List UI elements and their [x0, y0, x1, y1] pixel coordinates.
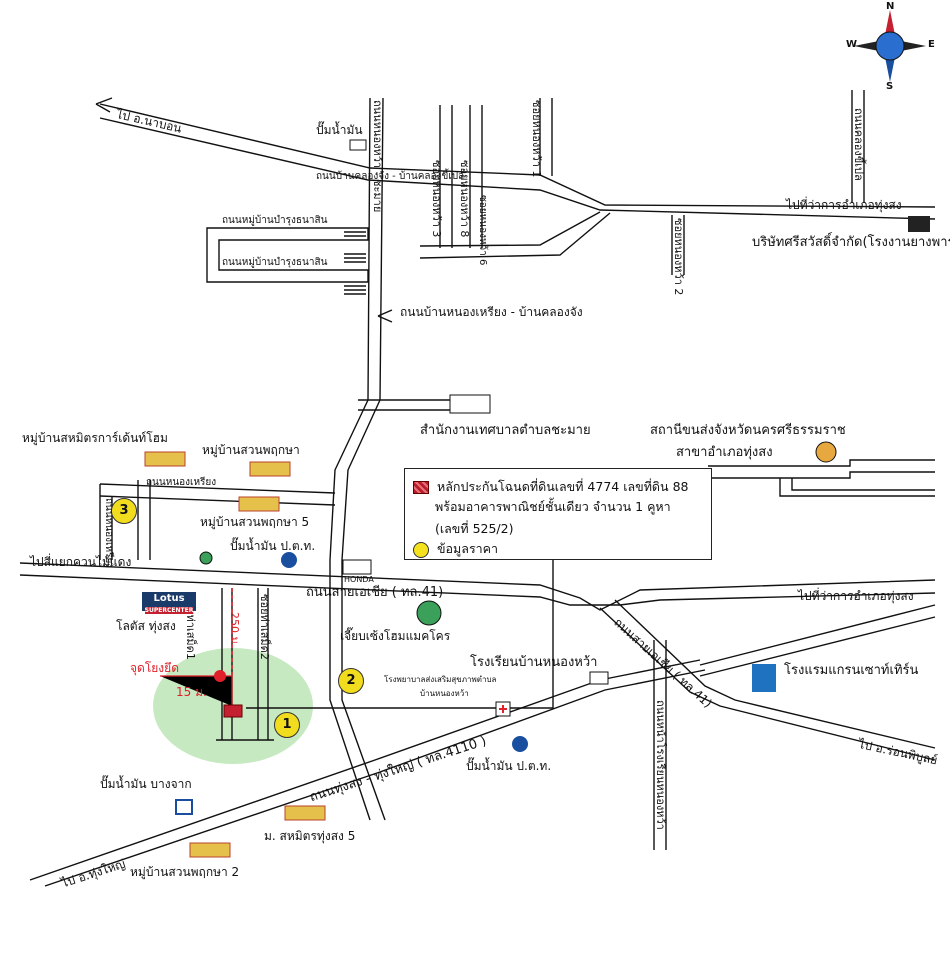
municipal-building-icon: [449, 394, 491, 414]
road-label-nong-wa-school: ถนนหน้าโรงเรียนหนองหว้า: [654, 700, 667, 830]
place-transport-station: สถานีขนส่งจังหวัดนครศรีธรรมราช: [650, 423, 846, 438]
road-label-to-district-mid: ไปที่ว่าการอำเภอทุ่งสง: [798, 589, 914, 603]
road-label-village-2: ถนนหมู่บ้านบำรุงธนาสิน: [222, 257, 328, 268]
green-marker: [199, 551, 213, 565]
village-logo: [144, 451, 326, 858]
pin-1[interactable]: 1: [274, 712, 300, 738]
place-municipal-office: สำนักงานเทศบาลตำบลชะมาย: [420, 423, 591, 438]
place-hospital: โรงพยาบาลส่งเสริมสุขภาพตำบล: [384, 675, 497, 684]
road-network: [19, 90, 936, 887]
road-label-soi8: ซอยหนองหว้า 8: [458, 160, 471, 238]
ptt-icon: [281, 552, 528, 752]
place-village-suan-1: หมู่บ้านสวนพฤกษา: [202, 443, 300, 457]
place-lotus: โลตัส ทุ่งสง: [116, 619, 176, 633]
pin-2[interactable]: 2: [338, 668, 364, 694]
legend-box: หลักประกันโฉนดที่ดินเลขที่ 4774 เลขที่ดิ…: [404, 468, 712, 560]
legend-line-2: พร้อมอาคารพาณิชย์ชั้นเดียว จำนวน 1 คูหา: [435, 499, 671, 514]
place-chia-bseng: เจี๊ยบเซ้งโฮมแมคโคร: [340, 629, 451, 643]
road-label-khlong-chang: ถนนบ้านคลองจัง - บ้านคลองขี้เปล: [316, 171, 465, 182]
label-junction: จุดโยงยึด: [130, 661, 179, 675]
anchor-line: [160, 675, 233, 706]
place-village-suan-5: หมู่บ้านสวนพฤกษา 5: [200, 515, 310, 529]
road-label-soi2: ซอยหนองหว้า 2: [672, 218, 685, 296]
hospital-icon: [495, 701, 511, 717]
place-gas-ptt-1: ปั๊มน้ำมัน ป.ต.ท.: [230, 539, 316, 553]
road-label-nong-riang: ถนนบ้านหนองเหรียง - บ้านคลองจัง: [400, 305, 583, 319]
road-label-soi6: ซอยหนองหว้า 6: [477, 195, 488, 266]
road-label-soi3: ซอยหนองหว้า 3: [430, 160, 443, 238]
place-m-sahamit-5: ม. สหมิตรทุ่งสง 5: [264, 829, 356, 843]
legend-line-4: ข้อมูลราคา: [437, 541, 499, 556]
lotus-logo-sub: SUPERCENTER: [144, 607, 194, 614]
honda-icon: [342, 559, 372, 575]
factory-icon: [908, 216, 930, 232]
place-village-sahamit: หมู่บ้านสหมิตรการ์เด้นท์โฮม: [22, 431, 168, 445]
green-marker: [416, 600, 442, 626]
place-hospital-2: บ้านหนองหว้า: [420, 689, 469, 698]
compass-north-label: N: [886, 1, 895, 12]
road-label-soi1: ซอยหนองหว้า 1: [530, 100, 543, 178]
lotus-logo-text: Lotus: [153, 593, 185, 604]
place-village-suan-2: หมู่บ้านสวนพฤกษา 2: [130, 865, 240, 879]
road-label-to-kuan-mai-daeng: ไปสี่แยกควนไม้แดง: [30, 555, 132, 569]
place-gas-ptt-2: ปั๊มน้ำมัน ป.ต.ท.: [466, 759, 552, 773]
place-transport-station-2: สาขาอำเภอทุ่งสง: [676, 445, 773, 460]
place-rubber-company: บริษัทศรีสวัสดิ์จำกัด(โรงงานยางพารา): [752, 235, 950, 250]
transport-station-icon: [815, 441, 837, 463]
school-icon: [589, 671, 609, 685]
place-school: โรงเรียนบ้านหนองหว้า: [470, 655, 598, 670]
road-label-nong-wa-main: ถนนหนองหว้า - ชะมาย: [371, 100, 384, 213]
compass-icon: [854, 10, 926, 82]
road-label-soi-tha-samet-2: ซอยท่าเสม็ด2: [258, 594, 271, 660]
hotel-icon: [752, 664, 776, 692]
collateral-swatch-icon: [413, 481, 429, 494]
pin-3[interactable]: 3: [111, 498, 137, 524]
legend-line-1: หลักประกันโฉนดที่ดินเลขที่ 4774 เลขที่ดิ…: [437, 479, 689, 494]
gas-station-icon: [175, 139, 367, 815]
road-label-nong-riang-h: ถนนหนองเหรียง: [146, 477, 217, 488]
place-gas-bangchak: ปั๊มน้ำมัน บางจาก: [100, 777, 192, 791]
anchor-point: [214, 670, 226, 682]
road-label-khlong-khi-plae: ถนนคลองขี้เปล: [852, 108, 865, 181]
road-label-asia: ถนนสายเอเชีย ( ทล.41): [306, 585, 444, 600]
place-gas-top: ปั๊มน้ำมัน: [316, 123, 363, 137]
label-dist-15: 15 ม.: [176, 685, 207, 699]
place-honda: HONDA: [344, 575, 374, 584]
road-label-to-district-top: ไปที่ว่าการอำเภอทุ่งสง: [786, 198, 902, 212]
compass-east-label: E: [928, 39, 935, 50]
compass-west-label: W: [846, 39, 858, 50]
price-data-dot-icon: [413, 541, 429, 558]
compass-south-label: S: [886, 81, 894, 92]
road-label-village-1: ถนนหมู่บ้านบำรุงธนาสิน: [222, 215, 328, 226]
place-hotel: โรงแรมแกรนเซาท์เทิร์น: [784, 663, 919, 678]
label-dist-250: 250 ม.: [228, 612, 241, 648]
property-marker: [223, 704, 243, 718]
legend-line-3: (เลขที่ 525/2): [435, 521, 514, 536]
